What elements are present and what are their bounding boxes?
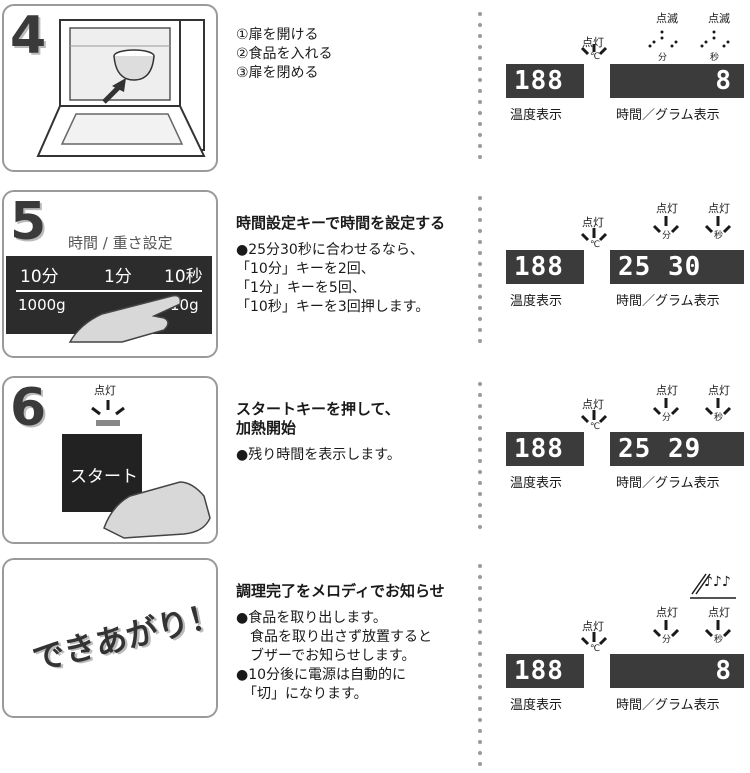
step-5-text: 時間設定キーで時間を設定する ●25分30秒に合わせるなら、 「10分」キーを2… (236, 214, 445, 317)
melody-notes: ♪♪♪ (704, 574, 731, 590)
min-status: 点灯 (656, 606, 678, 619)
unit-c: ℃ (590, 644, 601, 654)
instruction-line: 「10秒」キーを3回押します。 (236, 299, 430, 315)
time-label: 時間／グラム表示 (616, 108, 720, 123)
instruction-line: 食品を取り出さず放置すると (236, 629, 432, 645)
lamp-indicators-icon (580, 398, 732, 424)
sec-status: 点灯 (708, 384, 730, 397)
time-display: 25 30 (610, 250, 744, 284)
instruction-line: ●食品を取り出します。 (236, 610, 387, 626)
pressing-hand-icon (68, 294, 182, 343)
melody-lines-icon (690, 573, 736, 599)
instruction-line: 「切」になります。 (236, 686, 368, 702)
time-display: 8 (610, 654, 744, 688)
step-number: 6 (10, 378, 46, 438)
min-status: 点灯 (656, 384, 678, 397)
step-4-text: ①扉を開ける ②食品を入れる ③扉を閉める (236, 26, 333, 83)
pressing-hand-icon (103, 481, 211, 539)
step-5: 5 時間 / 重さ設定 10分 1分 10秒 1000g 10g 時間設定キーで… (0, 186, 750, 366)
lamp-icon (91, 400, 125, 426)
step-done: できあがり！ 調理完了をメロディでお知らせ ●食品を取り出します。 食品を取り出… (0, 556, 750, 766)
step-4-illustration: 4 (2, 4, 218, 172)
time-label: 時間／グラム表示 (616, 476, 720, 491)
temp-status: 点灯 (582, 36, 604, 49)
sec-status: 点滅 (708, 12, 730, 25)
temp-label: 温度表示 (510, 698, 563, 713)
done-text: できあがり！ (28, 595, 218, 679)
display-panel: ♪♪♪ 点灯 点灯 点灯 ℃ 分 秒 188 8 温度表示 時間／グラム表示 (496, 564, 750, 720)
temp-label: 温度表示 (510, 108, 563, 123)
temp-status: 点灯 (582, 216, 604, 229)
unit-sec: 秒 (714, 635, 724, 645)
lamp-indicators-icon (580, 216, 732, 242)
instruction-line: ②食品を入れる (236, 46, 333, 62)
step-title-2: 加熱開始 (236, 419, 297, 437)
step-number: 4 (10, 6, 46, 66)
step-title: 調理完了をメロディでお知らせ (236, 582, 445, 600)
instruction-line: ●10分後に電源は自動的に (236, 667, 407, 683)
unit-min: 分 (662, 231, 672, 241)
unit-min: 分 (662, 413, 672, 423)
divider-dots (478, 564, 484, 773)
unit-c: ℃ (590, 422, 601, 432)
unit-c: ℃ (590, 52, 601, 62)
key-1000g: 1000g (18, 296, 66, 314)
display-panel: 点灯 点滅 点滅 ℃ 分 秒 188 8 温度表示 時間／グラム表示 (496, 6, 750, 123)
display-panel: 点灯 点灯 点灯 ℃ 分 秒 188 25 30 温度表示 時間／グラム表示 (496, 196, 750, 309)
temp-label: 温度表示 (510, 476, 563, 491)
lamp-indicators-icon (580, 620, 732, 646)
unit-c: ℃ (590, 240, 601, 250)
temperature-display: 188 (506, 654, 584, 688)
key-1min[interactable]: 1分 (104, 267, 132, 287)
divider-dots (478, 196, 484, 350)
sec-status: 点灯 (708, 202, 730, 215)
step-title: スタートキーを押して、 (236, 400, 400, 418)
step-6-illustration: 6 点灯 スタート (2, 376, 218, 544)
step-6: 6 点灯 スタート スタートキーを押して、 加熱開始 ●残り時間を表示します。 … (0, 372, 750, 552)
instruction-line: ブザーでお知らせします。 (236, 648, 416, 664)
instruction-line: ●25分30秒に合わせるなら、 (236, 242, 424, 258)
temperature-display: 188 (506, 64, 584, 98)
instruction-line: ③扉を閉める (236, 65, 319, 81)
instruction-line: 「10分」キーを2回、 (236, 261, 375, 277)
oven-open-door-icon (36, 19, 206, 157)
time-display: 25 29 (610, 432, 744, 466)
unit-sec: 秒 (714, 413, 724, 423)
time-label: 時間／グラム表示 (616, 294, 720, 309)
unit-min: 分 (662, 635, 672, 645)
temp-status: 点灯 (582, 398, 604, 411)
step-5-illustration: 5 時間 / 重さ設定 10分 1分 10秒 1000g 10g (2, 190, 218, 358)
time-label: 時間／グラム表示 (616, 698, 720, 713)
instruction-line: ●残り時間を表示します。 (236, 447, 401, 463)
unit-sec: 秒 (710, 53, 720, 63)
key-10min[interactable]: 10分 (20, 267, 59, 287)
instruction-line: 「1分」キーを5回、 (236, 280, 366, 296)
display-panel: 点灯 点灯 点灯 ℃ 分 秒 188 25 29 温度表示 時間／グラム表示 (496, 378, 750, 491)
divider-dots (478, 12, 484, 166)
start-label: スタート (70, 467, 138, 487)
lamp-status: 点灯 (94, 384, 116, 397)
lamp-indicators-icon (580, 30, 730, 56)
divider-dots (478, 382, 484, 536)
key-10sec[interactable]: 10秒 (164, 267, 203, 287)
temperature-display: 188 (506, 432, 584, 466)
time-display: 8 (610, 64, 744, 98)
instruction-line: ①扉を開ける (236, 27, 319, 43)
step-4: 4 ①扉を開ける ②食品を入れる ③扉を閉める 点灯 点滅 点滅 (0, 0, 750, 180)
step-title: 時間設定キーで時間を設定する (236, 214, 446, 232)
min-status: 点滅 (656, 12, 678, 25)
card-title: 時間 / 重さ設定 (68, 234, 173, 252)
step-number: 5 (10, 192, 46, 252)
step-done-text: 調理完了をメロディでお知らせ ●食品を取り出します。 食品を取り出さず放置すると… (236, 582, 445, 704)
key-divider (16, 290, 202, 292)
unit-min: 分 (658, 53, 668, 63)
sec-status: 点灯 (708, 606, 730, 619)
temperature-display: 188 (506, 250, 584, 284)
min-status: 点灯 (656, 202, 678, 215)
temp-status: 点灯 (582, 620, 604, 633)
unit-sec: 秒 (714, 231, 724, 241)
temp-label: 温度表示 (510, 294, 563, 309)
step-6-text: スタートキーを押して、 加熱開始 ●残り時間を表示します。 (236, 400, 401, 465)
step-done-illustration: できあがり！ (2, 558, 218, 718)
